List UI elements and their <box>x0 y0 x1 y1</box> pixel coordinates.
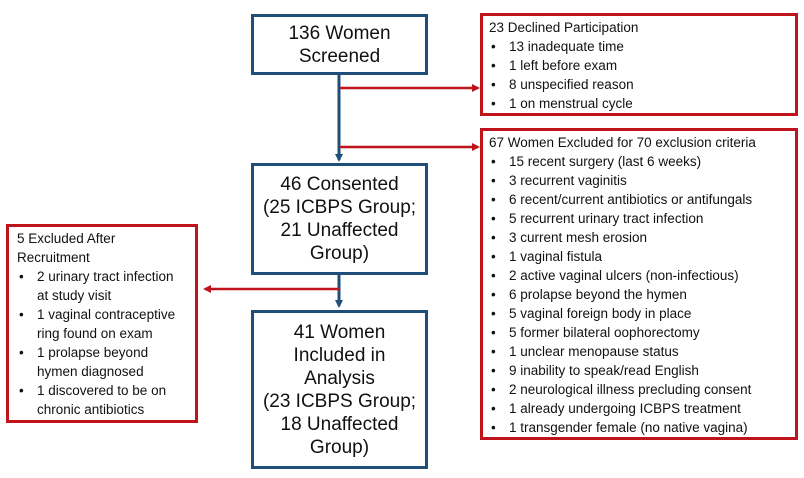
list-item: 2 urinary tract infection at study visit <box>17 267 189 305</box>
list-item: 3 current mesh erosion <box>489 228 789 247</box>
list-item: 8 unspecified reason <box>489 75 789 94</box>
screened-line: 136 Women <box>288 22 391 44</box>
list-item: 1 unclear menopause status <box>489 342 789 361</box>
included-box: 41 Women Included in Analysis (23 ICBPS … <box>251 310 428 469</box>
consented-line: 21 Unaffected <box>280 220 399 241</box>
list-item: 9 inability to speak/read English <box>489 361 789 380</box>
item-line: 2 urinary tract infection <box>37 269 174 284</box>
after-recruitment-box: 5 Excluded After Recruitment 2 urinary t… <box>6 224 198 423</box>
screened-line: Screened <box>298 45 381 67</box>
list-item: 1 left before exam <box>489 56 789 75</box>
included-line: Included in <box>293 344 386 366</box>
title-line: Recruitment <box>17 250 90 265</box>
list-item: 1 transgender female (no native vagina) <box>489 418 789 437</box>
included-line: Analysis <box>304 367 375 389</box>
list-item: 5 recurrent urinary tract infection <box>489 209 789 228</box>
declined-list: 13 inadequate time 1 left before exam 8 … <box>489 37 789 113</box>
list-item: 3 recurrent vaginitis <box>489 171 789 190</box>
list-item: 1 already undergoing ICBPS treatment <box>489 399 789 418</box>
list-item: 13 inadequate time <box>489 37 789 56</box>
included-line: (23 ICBPS Group; <box>262 390 417 412</box>
list-item: 6 recent/current antibiotics or antifung… <box>489 190 789 209</box>
excluded-box: 67 Women Excluded for 70 exclusion crite… <box>480 128 798 440</box>
list-item: 5 former bilateral oophorectomy <box>489 323 789 342</box>
included-line: 18 Unaffected <box>280 413 399 435</box>
item-line: at study visit <box>37 288 112 303</box>
item-line: hymen diagnosed <box>37 364 144 379</box>
list-item: 6 prolapse beyond the hymen <box>489 285 789 304</box>
list-item: 1 prolapse beyond hymen diagnosed <box>17 343 189 381</box>
after-recruitment-title: 5 Excluded After Recruitment <box>17 229 189 267</box>
list-item: 15 recent surgery (last 6 weeks) <box>489 152 789 171</box>
list-item: 2 active vaginal ulcers (non-infectious) <box>489 266 789 285</box>
screened-box: 136 Women Screened <box>251 14 428 75</box>
consented-line: (25 ICBPS Group; <box>262 197 417 218</box>
list-item: 2 neurological illness precluding consen… <box>489 380 789 399</box>
list-item: 1 vaginal contraceptive ring found on ex… <box>17 305 189 343</box>
item-line: ring found on exam <box>37 326 153 341</box>
item-line: chronic antibiotics <box>37 402 145 417</box>
consented-line: 46 Consented <box>280 174 399 195</box>
declined-title: 23 Declined Participation <box>489 20 639 35</box>
declined-box: 23 Declined Participation 13 inadequate … <box>480 13 798 116</box>
consented-box: 46 Consented (25 ICBPS Group; 21 Unaffec… <box>251 163 428 275</box>
excluded-list: 15 recent surgery (last 6 weeks) 3 recur… <box>489 152 789 437</box>
list-item: 5 vaginal foreign body in place <box>489 304 789 323</box>
excluded-title: 67 Women Excluded for 70 exclusion crite… <box>489 135 756 150</box>
item-line: 1 discovered to be on <box>37 383 167 398</box>
consented-line: Group) <box>309 243 370 264</box>
item-line: 1 prolapse beyond <box>37 345 149 360</box>
list-item: 1 on menstrual cycle <box>489 94 789 113</box>
included-line: 41 Women <box>293 321 386 343</box>
list-item: 1 discovered to be on chronic antibiotic… <box>17 381 189 419</box>
title-line: 5 Excluded After <box>17 231 116 246</box>
list-item: 1 vaginal fistula <box>489 247 789 266</box>
item-line: 1 vaginal contraceptive <box>37 307 176 322</box>
included-line: Group) <box>309 436 370 458</box>
after-recruitment-list: 2 urinary tract infection at study visit… <box>17 267 189 419</box>
